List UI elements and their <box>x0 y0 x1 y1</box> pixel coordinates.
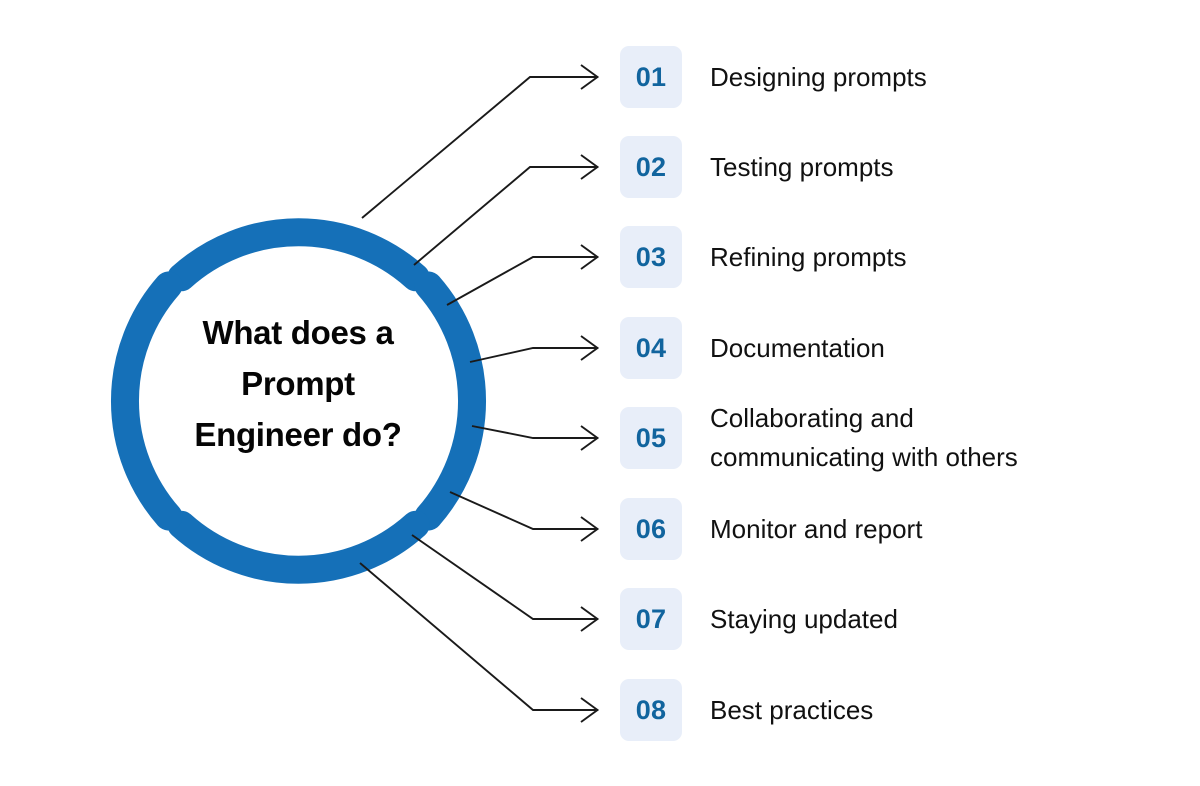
hub-title-line-3: Engineer do? <box>194 416 402 453</box>
step-number-badge: 07 <box>620 588 682 650</box>
step-number-badge: 06 <box>620 498 682 560</box>
step-item-05[interactable]: 05 Collaborating and communicating with … <box>620 397 1018 479</box>
connector-04 <box>469 335 600 363</box>
step-number-badge: 01 <box>620 46 682 108</box>
connector-03 <box>446 244 600 306</box>
step-number-badge: 05 <box>620 407 682 469</box>
step-label: Best practices <box>710 695 874 725</box>
ring-segment-bottom <box>167 510 430 584</box>
connector-02 <box>413 154 600 266</box>
step-item-06[interactable]: 06 Monitor and report <box>620 496 922 562</box>
connector-06 <box>449 491 600 542</box>
connector-01 <box>361 64 600 219</box>
step-item-01[interactable]: 01 Designing prompts <box>620 44 927 110</box>
step-number-badge: 04 <box>620 317 682 379</box>
connector-08 <box>359 562 600 723</box>
step-item-07[interactable]: 07 Staying updated <box>620 586 898 652</box>
step-label: Collaborating and communicating with oth… <box>710 403 1018 472</box>
step-item-08[interactable]: 08 Best practices <box>620 677 873 743</box>
connector-07 <box>411 534 600 632</box>
connector-05 <box>471 425 600 451</box>
steps-list: 01 Designing prompts 02 Testing prompts … <box>620 0 1180 786</box>
step-number-badge: 03 <box>620 226 682 288</box>
step-label: Refining prompts <box>710 242 907 272</box>
ring-segment-top <box>167 218 430 292</box>
step-number-badge: 08 <box>620 679 682 741</box>
step-number-badge: 02 <box>620 136 682 198</box>
hub-title-line-2: Prompt <box>241 365 355 402</box>
step-item-04[interactable]: 04 Documentation <box>620 315 885 381</box>
step-label: Designing prompts <box>710 62 927 92</box>
step-label: Testing prompts <box>710 152 894 182</box>
step-label: Documentation <box>710 333 885 363</box>
step-item-02[interactable]: 02 Testing prompts <box>620 134 894 200</box>
hub-title: What does a Prompt Engineer do? <box>152 307 444 460</box>
step-item-03[interactable]: 03 Refining prompts <box>620 224 907 290</box>
step-label: Staying updated <box>710 604 898 634</box>
hub-title-line-1: What does a <box>202 314 394 351</box>
step-label: Monitor and report <box>710 514 923 544</box>
